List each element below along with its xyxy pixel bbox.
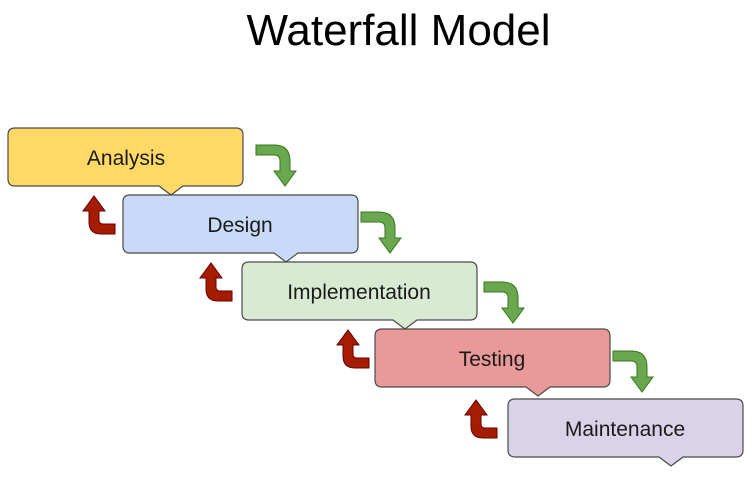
curved-down-arrow-icon bbox=[483, 281, 525, 324]
stage-design-box bbox=[122, 194, 359, 263]
stage-testing: Testing bbox=[374, 328, 611, 397]
curved-up-arrow-icon bbox=[464, 399, 498, 439]
curved-down-arrow-icon bbox=[360, 211, 402, 254]
stage-analysis-box bbox=[7, 127, 244, 196]
stage-implementation-label: Implementation bbox=[287, 281, 431, 304]
stage-analysis-label: Analysis bbox=[87, 147, 165, 170]
curved-down-arrow-icon bbox=[255, 144, 297, 187]
stage-analysis: Analysis bbox=[7, 127, 244, 196]
stage-maintenance: Maintenance bbox=[507, 398, 744, 467]
curved-up-arrow-icon bbox=[199, 262, 233, 302]
stage-implementation: Implementation bbox=[241, 261, 478, 330]
stage-design-label: Design bbox=[207, 214, 272, 237]
curved-up-arrow-icon bbox=[82, 195, 116, 235]
stage-testing-box bbox=[374, 328, 611, 397]
stage-implementation-box bbox=[241, 261, 478, 330]
curved-down-arrow-icon bbox=[612, 350, 654, 393]
curved-up-arrow-icon bbox=[336, 329, 370, 369]
stage-maintenance-box bbox=[507, 398, 744, 467]
stage-design: Design bbox=[122, 194, 359, 263]
diagram-title: Waterfall Model bbox=[246, 6, 551, 55]
stage-maintenance-label: Maintenance bbox=[565, 418, 685, 441]
stage-testing-label: Testing bbox=[459, 348, 526, 371]
